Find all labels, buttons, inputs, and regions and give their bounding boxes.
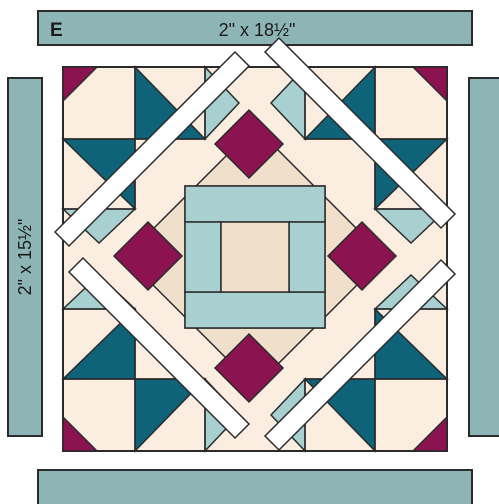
center-tan-square [221, 222, 289, 292]
right-strip [469, 78, 499, 436]
center-top-bar [185, 186, 325, 222]
center-square-unit [185, 186, 325, 328]
center-left-bar [185, 222, 221, 292]
left-strip-dimension: 2" x 15½" [15, 219, 35, 296]
top-strip-dimension: 2" x 18½" [219, 20, 296, 40]
bottom-strip [38, 470, 472, 504]
center-right-bar [289, 222, 325, 292]
top-strip-letter: E [50, 20, 63, 41]
center-bottom-bar [185, 292, 325, 328]
